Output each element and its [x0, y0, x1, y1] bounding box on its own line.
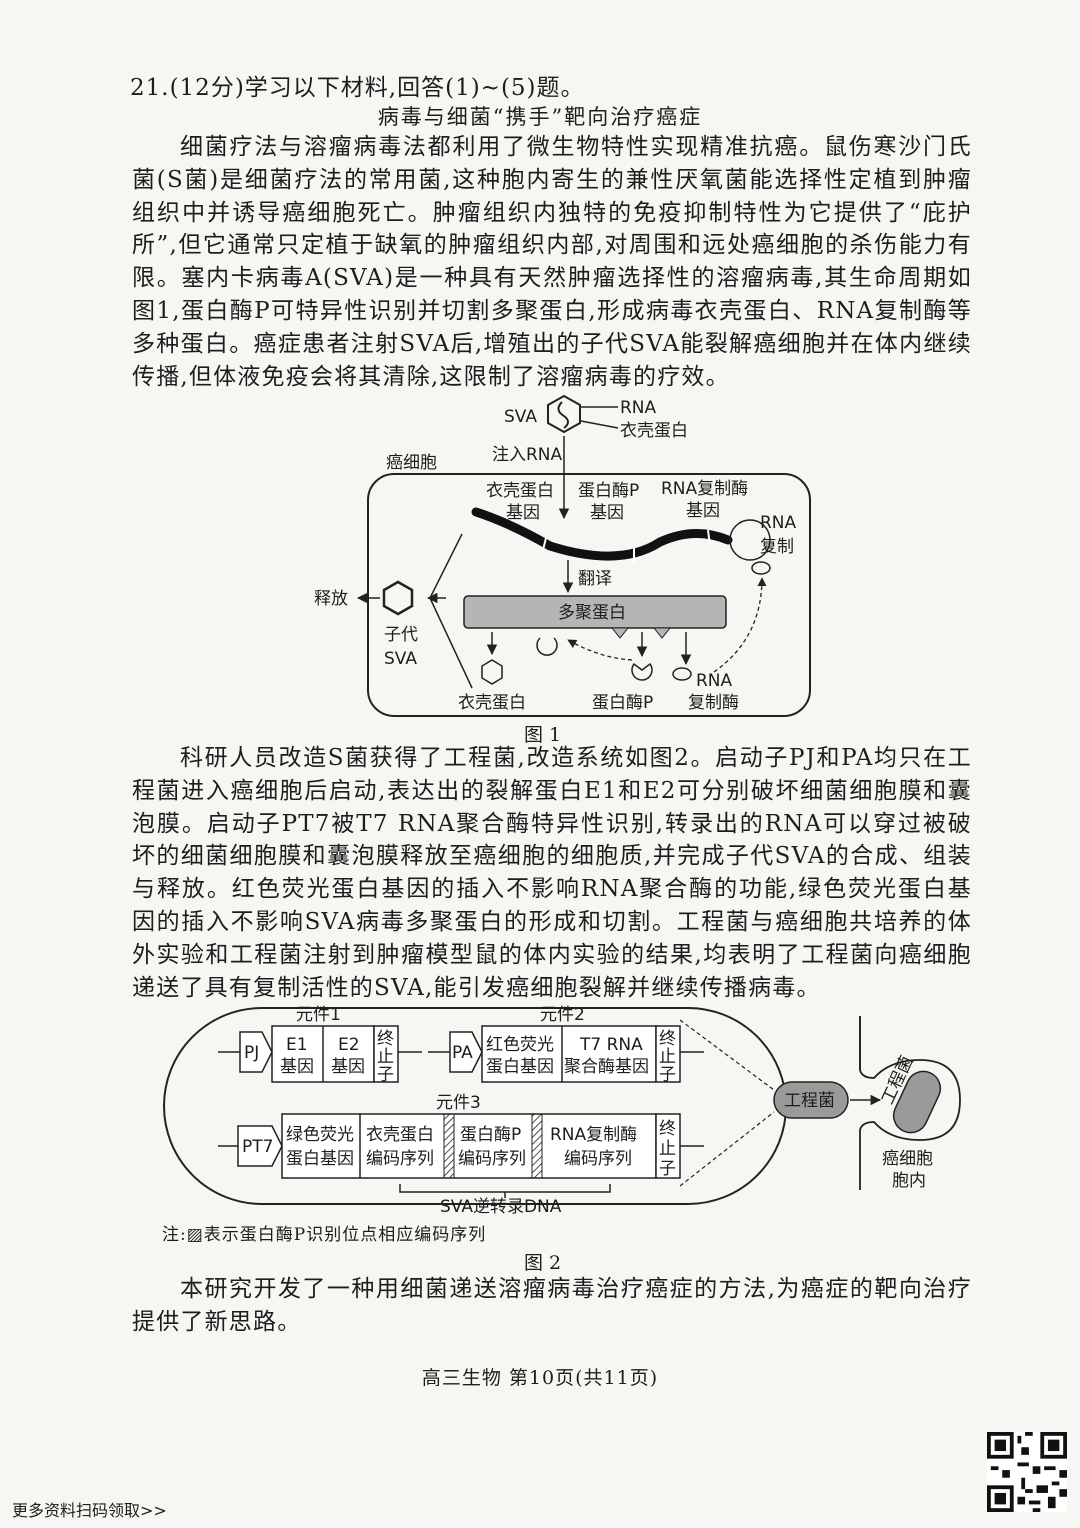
element-3-label: 元件3	[436, 1093, 481, 1113]
paragraph-2: 科研人员改造S菌获得了工程菌,改造系统如图2。启动子PJ和PA均只在工程菌进入癌…	[132, 745, 972, 1001]
svg-text:基因: 基因	[506, 503, 540, 523]
element-2-box	[481, 1025, 657, 1083]
sva-label: SVA	[504, 407, 537, 427]
sva-rna-label: RNA	[620, 398, 657, 418]
svg-text:复制酶: 复制酶	[688, 693, 739, 713]
svg-text:基因: 基因	[590, 503, 624, 523]
svg-text:基因: 基因	[331, 1057, 365, 1077]
element-2-label: 元件2	[540, 1005, 585, 1025]
protease-icon	[631, 662, 653, 681]
sva-capsid-label: 衣壳蛋白	[620, 421, 688, 441]
protease-product-label: 蛋白酶P	[592, 693, 653, 713]
protease-site-2	[531, 1113, 543, 1179]
e2-gene: E2	[338, 1035, 360, 1055]
capsid-product-label: 衣壳蛋白	[458, 693, 526, 713]
capsid-coding-seq: 衣壳蛋白	[366, 1125, 434, 1145]
cancer-cell-label: 癌细胞	[386, 453, 437, 473]
more-resources-link[interactable]: 更多资料扫码领取>>	[12, 1501, 167, 1520]
paragraph-3: 本研究开发了一种用细菌递送溶瘤病毒治疗癌症的方法,为癌症的靶向治疗提供了新思路。	[132, 1276, 972, 1335]
replicase-product-label: RNA	[696, 671, 733, 691]
page-footer: 高三生物 第10页(共11页)	[421, 1367, 659, 1389]
svg-text:编码序列: 编码序列	[366, 1149, 434, 1169]
pa-promoter	[449, 1031, 483, 1073]
protease-gene-label: 蛋白酶P	[578, 481, 639, 501]
svg-text:胞内: 胞内	[892, 1171, 926, 1191]
replicase-gene-label: RNA复制酶	[661, 479, 748, 499]
rfp-gene: 红色荧光	[486, 1035, 554, 1055]
capsid-protein-icon	[481, 659, 503, 685]
polyprotein-bar	[463, 595, 727, 629]
terminator-2	[655, 1025, 681, 1083]
paragraph-1: 细菌疗法与溶瘤病毒法都利用了微生物特性实现精准抗癌。鼠伤寒沙门氏菌(S菌)是细菌…	[132, 134, 972, 390]
progeny-sva-icon	[382, 580, 414, 616]
engineered-label: 工程菌	[784, 1091, 835, 1111]
svg-text:终: 终	[377, 1029, 394, 1049]
internalized-bacterium-icon	[892, 1070, 942, 1134]
cancer-cell-box	[367, 473, 811, 717]
progeny-label: 子代	[384, 625, 418, 645]
replicase-coding-seq: RNA复制酶	[550, 1125, 637, 1145]
sva-particle-icon	[547, 394, 581, 434]
t7-polymerase-gene: T7 RNA	[579, 1035, 643, 1055]
terminator-3	[655, 1113, 681, 1179]
figure-1-caption: 图 1	[524, 724, 562, 746]
translation-label: 翻译	[578, 569, 612, 589]
protease-coding-seq: 蛋白酶P	[460, 1125, 521, 1145]
svg-text:子: 子	[659, 1065, 676, 1085]
protease-site-1	[443, 1113, 455, 1179]
figure-2-diagram: PJ E1 基因 E2 基因 元件1 终 止 子 PA 红色荧光 蛋白基因 T7…	[163, 1005, 961, 1217]
release-label: 释放	[314, 589, 348, 609]
svg-text:编码序列: 编码序列	[564, 1149, 632, 1169]
svg-text:止: 止	[659, 1139, 676, 1159]
gfp-gene: 绿色荧光	[286, 1125, 354, 1145]
svg-text:终: 终	[659, 1029, 676, 1049]
svg-text:基因: 基因	[686, 501, 720, 521]
figure-2-note: 注:▨表示蛋白酶P识别位点相应编码序列	[162, 1225, 487, 1245]
pj-promoter	[239, 1031, 273, 1073]
svg-text:聚合酶基因: 聚合酶基因	[564, 1057, 649, 1077]
terminator-1	[373, 1025, 399, 1083]
question-header: 21.(12分)学习以下材料,回答(1)~(5)题。	[130, 75, 585, 101]
svg-text:编码序列: 编码序列	[458, 1149, 526, 1169]
qr-code-icon[interactable]	[987, 1432, 1067, 1512]
inject-rna-label: 注入RNA	[492, 445, 563, 465]
svg-text:止: 止	[377, 1047, 394, 1067]
svg-text:PJ: PJ	[244, 1043, 259, 1063]
figure-1-diagram: SVA RNA 衣壳蛋白 注入RNA 癌细胞 衣壳蛋白 基因 蛋白酶P 基因 R…	[314, 394, 811, 717]
element-1-label: 元件1	[296, 1005, 341, 1025]
article-title: 病毒与细菌“携手”靶向治疗癌症	[377, 105, 703, 129]
svg-text:SVA: SVA	[384, 649, 417, 669]
figure-2-caption: 图 2	[524, 1252, 562, 1274]
svg-text:蛋白基因: 蛋白基因	[486, 1057, 554, 1077]
capsid-gene-label: 衣壳蛋白	[486, 481, 554, 501]
sva-dna-label: SVA逆转录DNA	[440, 1197, 562, 1217]
svg-text:PA: PA	[452, 1043, 473, 1063]
viral-rna-strand	[471, 507, 733, 561]
cancer-cell-membrane	[859, 1016, 961, 1190]
svg-text:子: 子	[377, 1065, 394, 1085]
svg-text:PT7: PT7	[242, 1137, 273, 1157]
engineered-bacterium-icon	[773, 1081, 849, 1119]
rna-replication-label: RNA	[760, 513, 797, 533]
svg-text:复制: 复制	[760, 537, 794, 557]
replicase-icon	[672, 667, 692, 681]
svg-text:基因: 基因	[280, 1057, 314, 1077]
e1-gene: E1	[286, 1035, 308, 1055]
svg-text:子: 子	[659, 1159, 676, 1179]
polyprotein-label: 多聚蛋白	[558, 603, 626, 623]
svg-text:止: 止	[659, 1047, 676, 1067]
svg-text:终: 终	[659, 1119, 676, 1139]
svg-text:蛋白基因: 蛋白基因	[286, 1149, 354, 1169]
inside-cell-label: 癌细胞	[882, 1149, 933, 1169]
pt7-promoter	[237, 1125, 283, 1167]
